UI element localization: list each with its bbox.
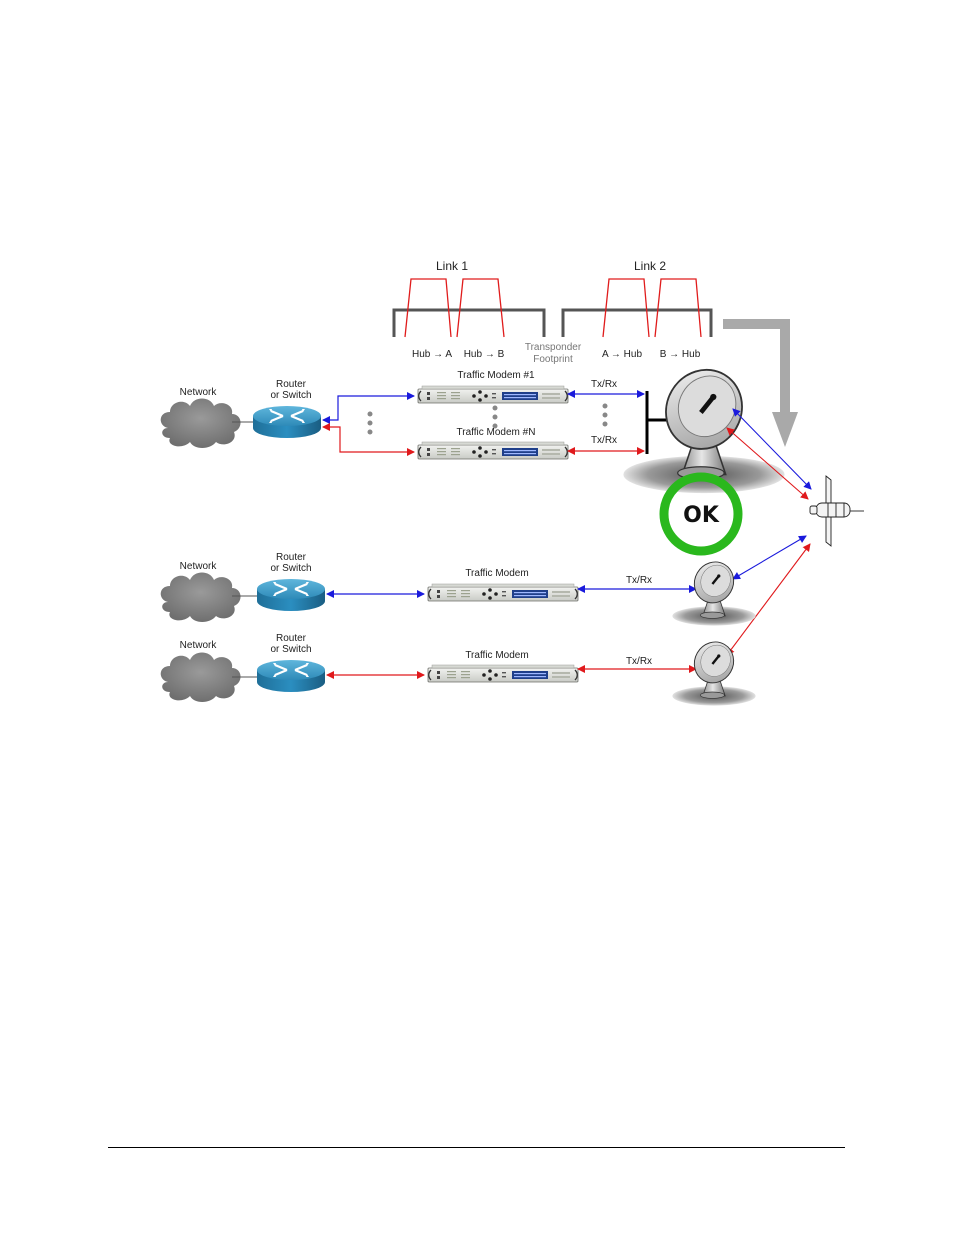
carrier-label-b-hub: B → Hub: [660, 349, 701, 360]
footprint-bracket-right: [561, 308, 713, 337]
sat-link-remote-a: [732, 535, 807, 580]
ok-status-badge: OK: [659, 472, 743, 556]
hub-site: Network Router or Switch Traffic Modem #…: [160, 356, 785, 493]
traffic-modem-1-label: Traffic Modem #1: [457, 370, 535, 381]
link2-label: Link 2: [634, 259, 666, 273]
carrier-b-to-hub: [654, 278, 702, 338]
ellipsis-dots-icon: [367, 403, 608, 435]
network-cloud-icon: [160, 572, 241, 622]
txrx-label: Tx/Rx: [626, 656, 652, 667]
footer-divider: [108, 1147, 845, 1148]
router-label-line2: or Switch: [270, 390, 311, 401]
router-label-line1: Router: [276, 633, 307, 644]
traffic-modem-n-label: Traffic Modem #N: [457, 427, 536, 438]
router-icon: [255, 577, 327, 613]
network-label: Network: [180, 561, 218, 572]
network-cloud-icon: [160, 652, 241, 702]
network-label: Network: [180, 640, 218, 651]
traffic-modem-label: Traffic Modem: [465, 650, 528, 661]
router-label-line1: Router: [276, 552, 307, 563]
carrier-label-a-hub: A → Hub: [602, 349, 642, 360]
router-label-line2: or Switch: [270, 563, 311, 574]
footprint-label-line1: Transponder: [525, 342, 582, 353]
traffic-modem-1-icon: [417, 385, 569, 404]
footprint-bracket-left: [392, 308, 546, 337]
sat-link-hub-red: [726, 427, 809, 500]
link1-label: Link 1: [436, 259, 468, 273]
sat-link-remote-b: [726, 543, 811, 656]
router-modemN-link: [322, 423, 415, 456]
remote-dish-icon: [671, 553, 757, 627]
txrx-label-top: Tx/Rx: [591, 379, 617, 390]
remote-site-b: Network Router or Switch Traffic Modem T…: [160, 633, 757, 707]
traffic-modem-icon: [427, 664, 579, 683]
carrier-a-to-hub: [602, 278, 650, 338]
txrx-label: Tx/Rx: [626, 575, 652, 586]
carrier-hub-to-a: [404, 278, 452, 338]
remote-site-a: Network Router or Switch Traffic Modem T…: [160, 552, 757, 627]
network-cloud-icon: [160, 398, 241, 448]
router-icon: [251, 404, 323, 440]
network-label: Network: [180, 387, 218, 398]
satellite-icon: [809, 475, 864, 547]
router-modem1-link: [322, 392, 415, 424]
carrier-label-hub-b: Hub → B: [464, 349, 505, 360]
traffic-modem-n-icon: [417, 441, 569, 460]
footprint-label-line2: Footprint: [533, 354, 573, 365]
ok-status-text: OK: [683, 503, 720, 528]
router-label-line1: Router: [276, 379, 307, 390]
traffic-modem-label: Traffic Modem: [465, 568, 528, 579]
router-label-line2: or Switch: [270, 644, 311, 655]
txrx-label-bottom: Tx/Rx: [591, 435, 617, 446]
carrier-hub-to-b: [456, 278, 505, 338]
carrier-label-hub-a: Hub → A: [412, 349, 452, 360]
remote-dish-icon: [671, 633, 757, 707]
router-icon: [255, 658, 327, 694]
traffic-modem-icon: [427, 583, 579, 602]
